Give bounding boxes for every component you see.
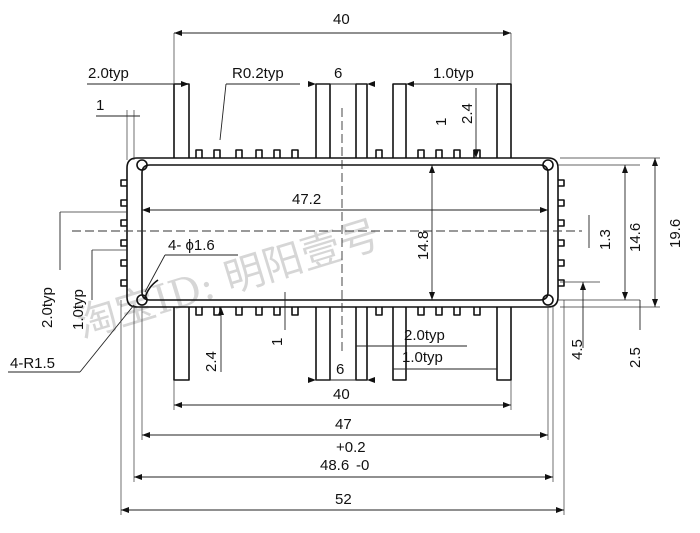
dim-label-14-8: 14.8 (415, 231, 432, 260)
dim-label-48-6: 48.6 (320, 457, 349, 474)
dim-label-14-6: 14.6 (627, 223, 644, 252)
center-lines (72, 108, 582, 352)
dim-label-2-4-bottom: 2.4 (203, 351, 220, 372)
dim-label-2-0typ-bottom: 2.0typ (404, 327, 445, 344)
dim-label-40-bottom: 40 (333, 386, 350, 403)
dim-label-4-5: 4.5 (569, 339, 586, 360)
dimension-labels: 40 2.0typ R0.2typ 6 1.0typ 1 1 2.4 47.2 … (10, 11, 684, 508)
watermark-text: 淘宝ID: 明阳壹号 (71, 212, 385, 348)
dim-label-1-0typ-top: 1.0typ (433, 65, 474, 82)
dim-label-2-0typ-top: 2.0typ (88, 65, 129, 82)
dim-label-1-bottom: 1 (269, 338, 286, 346)
dim-label-19-6: 19.6 (667, 219, 684, 248)
dim-label-47: 47 (335, 416, 352, 433)
dim-label-4-r1-5: 4-R1.5 (10, 355, 55, 372)
dim-label-holes: 4- ϕ1.6 (168, 237, 215, 254)
dim-label-1-0typ-bottom: 1.0typ (402, 349, 443, 366)
dim-label-r0-2typ: R0.2typ (232, 65, 284, 82)
dim-label-52: 52 (335, 491, 352, 508)
dimension-lines (8, 32, 660, 515)
dim-label-2-5: 2.5 (627, 347, 644, 368)
arrowheads (121, 30, 658, 513)
side-serrations (120, 179, 565, 287)
dim-label-6-top: 6 (334, 65, 342, 82)
dim-label-2-4-top: 2.4 (459, 103, 476, 124)
dim-label-tol-minus: -0 (356, 457, 369, 474)
dim-label-1-0typ-left: 1.0typ (70, 289, 87, 330)
dim-label-2-0typ-left: 2.0typ (39, 287, 56, 328)
dim-label-40-top: 40 (333, 11, 350, 28)
dim-label-1-topleft: 1 (96, 97, 104, 114)
dim-label-6-bottom: 6 (336, 361, 344, 378)
dim-label-1-top: 1 (433, 118, 450, 126)
dim-label-47-2: 47.2 (292, 191, 321, 208)
dim-label-tol-plus: +0.2 (336, 439, 366, 456)
dim-label-1-3: 1.3 (597, 229, 614, 250)
bottom-fins (173, 307, 512, 381)
